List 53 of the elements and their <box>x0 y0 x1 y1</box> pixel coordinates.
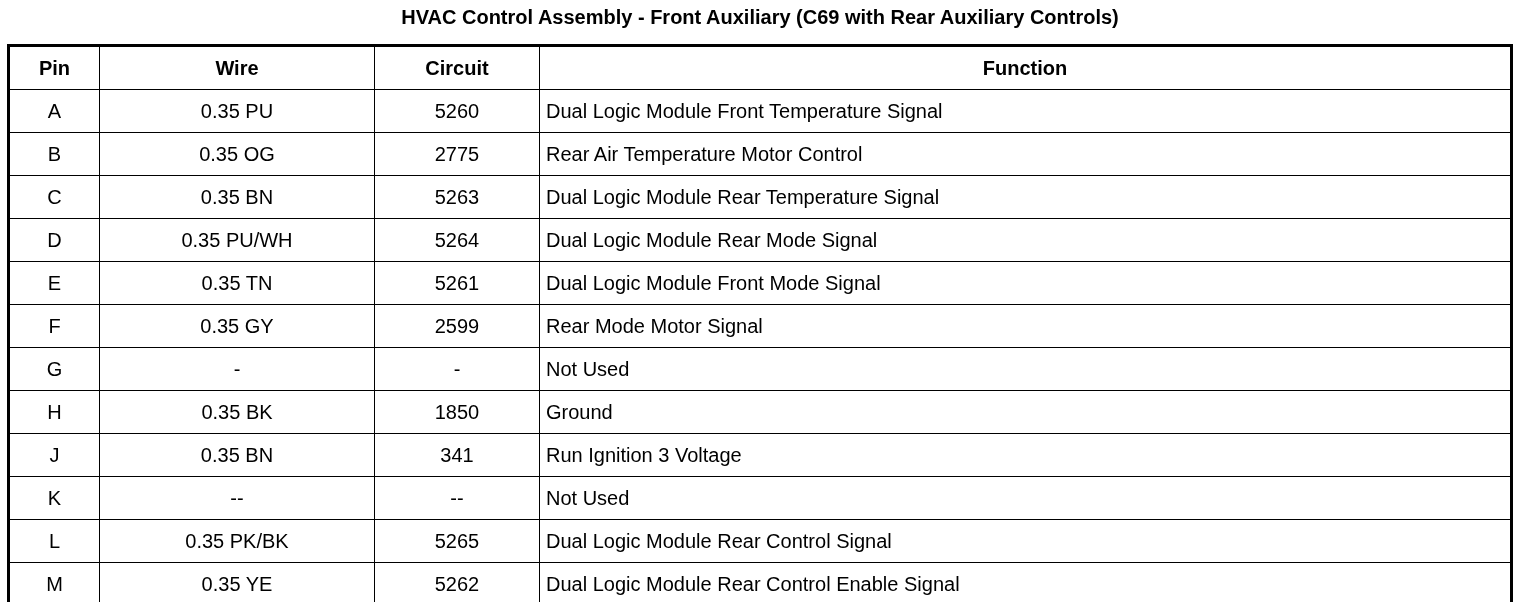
function-text: Dual Logic Module Rear Mode Signal <box>546 228 878 251</box>
pin-label: J <box>49 443 60 466</box>
circuit-number: 5262 <box>434 572 480 595</box>
circuit-number: -- <box>450 486 464 509</box>
circuit-number: - <box>453 357 461 380</box>
function-text: Rear Mode Motor Signal <box>546 314 763 337</box>
pin-label: G <box>46 357 63 380</box>
function-text: Dual Logic Module Rear Control Signal <box>546 529 892 552</box>
circuit-number: 5263 <box>434 185 480 208</box>
circuit-number: 1850 <box>434 400 480 423</box>
pin-label: F <box>48 314 61 337</box>
function-text: Dual Logic Module Front Mode Signal <box>546 271 881 294</box>
function-text: Ground <box>546 400 613 423</box>
column-header: Wire <box>215 56 259 79</box>
wire-code: - <box>233 357 241 380</box>
function-text: Run Ignition 3 Voltage <box>546 443 742 466</box>
wire-code: 0.35 BN <box>200 443 274 466</box>
circuit-number: 5265 <box>434 529 480 552</box>
pin-label: K <box>47 486 62 509</box>
function-text: Dual Logic Module Rear Control Enable Signal <box>546 572 960 595</box>
function-text: Dual Logic Module Rear Temperature Signal <box>546 185 940 208</box>
function-text: Rear Air Temperature Motor Control <box>546 142 863 165</box>
circuit-number: 2775 <box>434 142 480 165</box>
pin-label: L <box>48 529 61 552</box>
pin-label: D <box>47 228 62 251</box>
circuit-number: 5261 <box>434 271 480 294</box>
pin-label: M <box>46 572 63 595</box>
pin-label: A <box>47 99 62 122</box>
pin-label: B <box>47 142 62 165</box>
column-header: Function <box>982 56 1068 79</box>
function-text: Not Used <box>546 486 630 509</box>
table-title: HVAC Control Assembly - Front Auxiliary (C69 with Rear Auxiliary Controls) <box>400 6 1120 29</box>
circuit-number: 2599 <box>434 314 480 337</box>
wire-code: 0.35 BN <box>200 185 274 208</box>
wire-code: 0.35 TN <box>201 271 273 294</box>
column-header: Circuit <box>425 56 489 79</box>
wire-code: 0.35 YE <box>201 572 273 595</box>
pin-label: E <box>47 271 62 294</box>
wire-code: 0.35 PU <box>200 99 274 122</box>
pin-label: C <box>47 185 62 208</box>
pin-label: H <box>47 400 62 423</box>
circuit-number: 5260 <box>434 99 480 122</box>
wire-code: 0.35 PK/BK <box>185 529 289 552</box>
circuit-number: 5264 <box>434 228 480 251</box>
wire-code: 0.35 GY <box>200 314 274 337</box>
wire-code: 0.35 PU/WH <box>181 228 293 251</box>
wire-code: -- <box>230 486 244 509</box>
circuit-number: 341 <box>440 443 474 466</box>
column-header: Pin <box>38 56 71 79</box>
wire-code: 0.35 BK <box>201 400 273 423</box>
function-text: Not Used <box>546 357 630 380</box>
function-text: Dual Logic Module Front Temperature Signal <box>546 99 943 122</box>
wire-code: 0.35 OG <box>199 142 275 165</box>
